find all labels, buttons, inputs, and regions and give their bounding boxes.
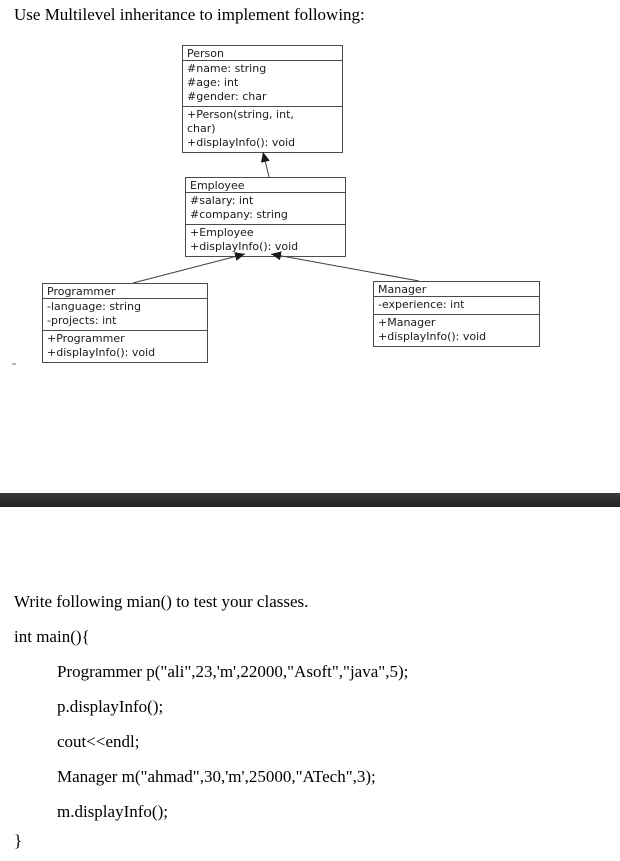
arrow-programmer-to-employee <box>132 252 246 284</box>
attribute: -language: string <box>47 300 141 313</box>
method: +displayInfo(): void <box>190 240 299 253</box>
method: +displayInfo(): void <box>187 136 296 149</box>
stray-mark <box>12 363 16 365</box>
class-box-manager: Manager -experience: int +Manager +displ… <box>373 281 540 347</box>
attribute: #age: int <box>187 76 239 89</box>
attribute: #gender: char <box>187 90 267 103</box>
uml-diagram: Person #name: string #age: int #gender: … <box>42 45 540 363</box>
class-attributes: #name: string #age: int #gender: char <box>183 61 342 107</box>
method: char) <box>187 122 216 135</box>
page-title: Use Multilevel inheritance to implement … <box>14 5 365 24</box>
class-attributes: -experience: int <box>374 297 539 315</box>
class-name: Person <box>183 46 342 61</box>
code-line-main-open: int main(){ <box>14 627 90 646</box>
attribute: #salary: int <box>190 194 254 207</box>
attribute: #name: string <box>187 62 267 75</box>
code-line-main-close: } <box>14 831 23 850</box>
arrow-employee-to-person <box>260 151 270 178</box>
code-line-manager-ctor: Manager m("ahmad",30,'m',25000,"ATech",3… <box>57 767 376 786</box>
code-line-p-displayinfo: p.displayInfo(); <box>57 697 164 716</box>
class-box-employee: Employee #salary: int #company: string +… <box>185 177 346 257</box>
code-line-m-displayinfo: m.displayInfo(); <box>57 802 168 821</box>
class-name: Employee <box>186 178 345 193</box>
method: +displayInfo(): void <box>378 330 487 343</box>
method: +displayInfo(): void <box>47 346 156 359</box>
arrow-manager-to-employee <box>270 251 420 282</box>
class-name: Manager <box>374 282 539 297</box>
attribute: #company: string <box>190 208 288 221</box>
code-line-cout-endl: cout<<endl; <box>57 732 140 751</box>
class-methods: +Person(string, int, char) +displayInfo(… <box>183 107 342 152</box>
section-divider-bar <box>0 493 620 507</box>
attribute: -experience: int <box>378 298 465 311</box>
code-line-programmer-ctor: Programmer p("ali",23,'m',22000,"Asoft",… <box>57 662 409 681</box>
class-methods: +Programmer +displayInfo(): void <box>43 331 207 362</box>
method: +Programmer <box>47 332 125 345</box>
method: +Person(string, int, <box>187 108 294 121</box>
class-name: Programmer <box>43 284 207 299</box>
method: +Employee <box>190 226 254 239</box>
class-attributes: -language: string -projects: int <box>43 299 207 331</box>
class-box-person: Person #name: string #age: int #gender: … <box>182 45 343 153</box>
attribute: -projects: int <box>47 314 117 327</box>
class-attributes: #salary: int #company: string <box>186 193 345 225</box>
method: +Manager <box>378 316 436 329</box>
class-methods: +Employee +displayInfo(): void <box>186 225 345 256</box>
class-box-programmer: Programmer -language: string -projects: … <box>42 283 208 363</box>
code-intro-text: Write following mian() to test your clas… <box>14 592 309 611</box>
class-methods: +Manager +displayInfo(): void <box>374 315 539 346</box>
